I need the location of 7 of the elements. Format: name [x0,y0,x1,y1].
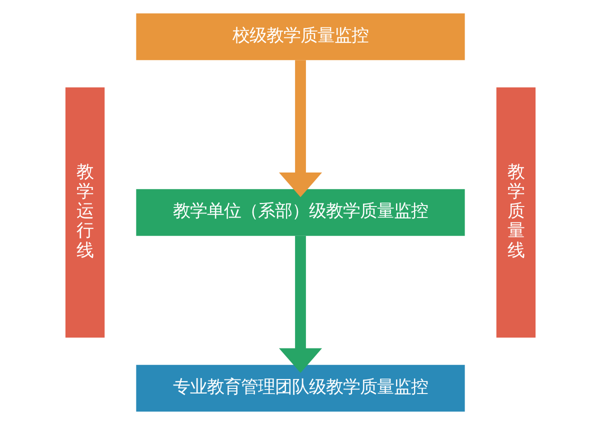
node-box: 专业教育管理团队级教学质量监控 [136,364,464,412]
arrow [278,235,322,372]
arrow [278,60,322,197]
node-box: 教学单位（系部）级教学质量监控 [136,188,464,236]
node-box: 教学运行线 [64,86,104,338]
node-box: 校级教学质量监控 [136,12,464,60]
node-box: 教学质量线 [496,86,536,338]
